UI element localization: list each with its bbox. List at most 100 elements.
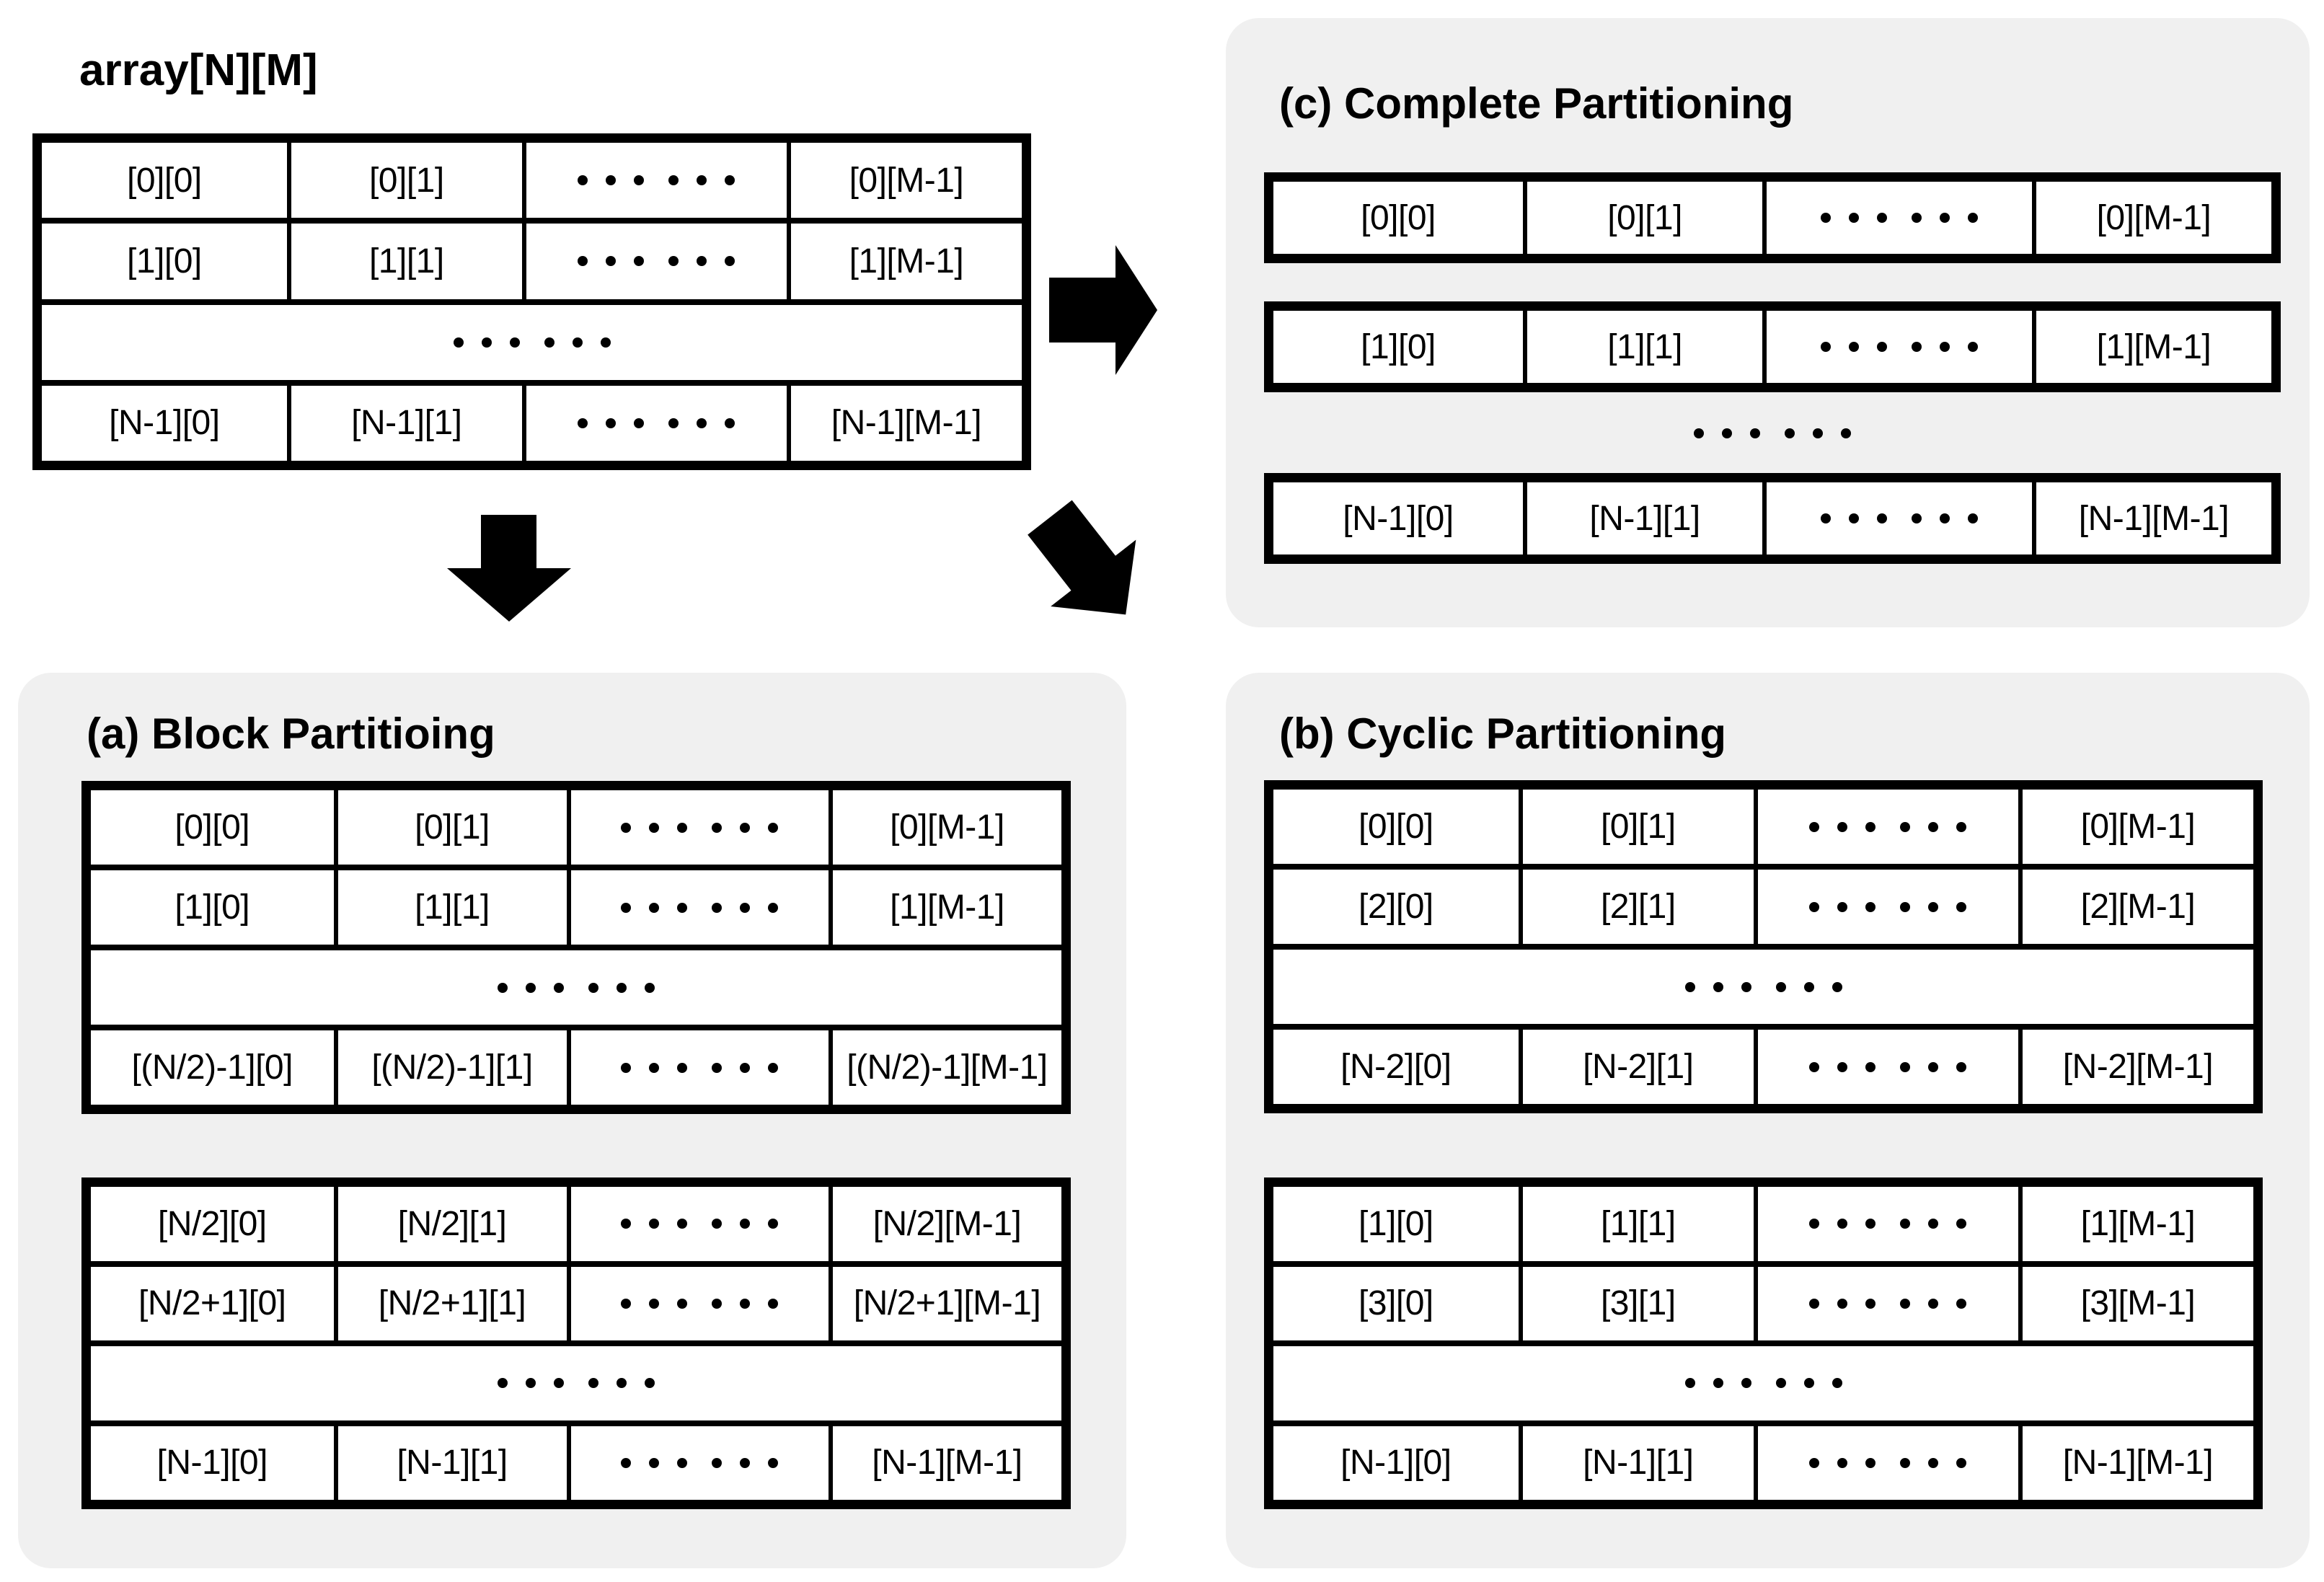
ellipsis-between-tables <box>1264 413 2281 453</box>
dot <box>1865 821 1876 832</box>
dot <box>554 1378 564 1389</box>
table-cell: [N-1][0] <box>1340 1444 1452 1482</box>
dot <box>1837 1219 1848 1229</box>
dot <box>554 982 564 993</box>
ellipsis-dots <box>1820 513 1978 523</box>
dot <box>677 1298 688 1309</box>
panel-b-title: (b) Cyclic Partitioning <box>1279 710 1727 758</box>
table-cell-ellipsis <box>1753 1266 2018 1340</box>
dot <box>617 1378 627 1389</box>
table-cell-ellipsis <box>1762 482 2032 554</box>
dot <box>1713 981 1723 992</box>
partition-table: [0][0][0][1][0][M-1][2][0][2][1][2][M-1]… <box>1264 780 2263 1113</box>
dot <box>1848 342 1859 352</box>
table-cell: [N-2][1] <box>1518 1030 1754 1104</box>
dot <box>1900 1457 1911 1468</box>
table-cell: [N-1][1] <box>1523 482 1762 554</box>
table-cell-ellipsis <box>1762 182 2032 254</box>
table-cell: [0][1] <box>1523 182 1762 254</box>
dot <box>1820 513 1831 523</box>
ellipsis-dots <box>578 256 735 267</box>
table-row: [0][0][0][1][0][M-1] <box>42 143 1022 218</box>
partition-table: [0][0][0][1][0][M-1][1][0][1][1][1][M-1]… <box>81 781 1071 1114</box>
partition-row-table: [N-1][0][N-1][1][N-1][M-1] <box>1264 473 2281 564</box>
table-cell: [N-2][M-1] <box>2018 1030 2253 1104</box>
dot <box>1939 342 1950 352</box>
dot <box>1939 213 1950 223</box>
ellipsis-row <box>91 1340 1061 1420</box>
table-cell: [N-1][M-1] <box>2031 482 2271 554</box>
ellipsis-dots <box>1809 821 1967 832</box>
table-row: [1][0][1][1][1][M-1] <box>91 865 1061 945</box>
ellipsis-dots <box>621 1062 779 1073</box>
dot <box>1900 1061 1911 1072</box>
ellipsis-row <box>1273 1340 2253 1420</box>
dot <box>768 902 779 913</box>
dot <box>1837 1457 1848 1468</box>
table-cell-ellipsis <box>521 143 787 218</box>
table-row: [0][0][0][1][0][M-1] <box>1273 182 2271 254</box>
table-cell: [N-1][1] <box>286 385 522 461</box>
table-cell: [0][M-1] <box>2018 790 2253 864</box>
dot <box>1967 342 1978 352</box>
dot <box>1684 1378 1695 1389</box>
table-row: [3][0][3][1][3][M-1] <box>1273 1260 2253 1340</box>
table-row: [N-2][0][N-2][1][N-2][M-1] <box>1273 1024 2253 1104</box>
table-row: [1][0][1][1][1][M-1] <box>1273 311 2271 383</box>
dot <box>606 175 617 186</box>
dot <box>621 822 632 833</box>
dot <box>677 822 688 833</box>
table-cell-ellipsis <box>1753 870 2018 944</box>
partition-row-table: [1][0][1][1][1][M-1] <box>1264 301 2281 392</box>
table-cell: [2][1] <box>1518 870 1754 944</box>
dot <box>621 1219 632 1229</box>
dot <box>1900 1219 1911 1229</box>
dot <box>697 256 707 267</box>
ellipsis-dots <box>1684 981 1842 992</box>
dot <box>1837 821 1848 832</box>
table-cell: [N/2+1][M-1] <box>828 1266 1061 1340</box>
ellipsis-dots <box>621 1298 779 1309</box>
table-cell: [N-1][1] <box>333 1426 567 1500</box>
ellipsis-row <box>91 945 1061 1025</box>
dot <box>1911 513 1922 523</box>
table-cell: [1][0] <box>1361 327 1436 366</box>
dot <box>1928 1219 1939 1229</box>
table-cell: [N-1][M-1] <box>2018 1426 2253 1500</box>
arrow-down-right-icon <box>1004 482 1170 648</box>
dot <box>634 175 645 186</box>
table-cell: [(N/2)-1][1] <box>333 1030 567 1105</box>
dot <box>768 822 779 833</box>
table-cell-ellipsis <box>1753 790 2018 864</box>
dot <box>1775 1378 1786 1389</box>
panel-block-partitioning: (a) Block Partitioing [0][0][0][1][0][M-… <box>18 673 1126 1568</box>
dot <box>649 1219 660 1229</box>
dot <box>1809 901 1820 912</box>
dot <box>697 175 707 186</box>
dot <box>1809 1457 1820 1468</box>
table-cell: [0][0] <box>1358 808 1433 846</box>
dot <box>1865 1457 1876 1468</box>
table-cell: [0][1] <box>286 143 522 218</box>
dot <box>1900 901 1911 912</box>
ellipsis-dots <box>1809 1298 1967 1309</box>
dot <box>1865 1219 1876 1229</box>
dot <box>1837 901 1848 912</box>
dot <box>1876 342 1887 352</box>
table-cell-ellipsis <box>566 870 829 945</box>
dot <box>1928 1457 1939 1468</box>
table-cell: [1][M-1] <box>786 224 1022 299</box>
dot <box>572 337 583 348</box>
dot <box>1956 821 1967 832</box>
table-cell: [1][0] <box>127 242 202 280</box>
dot <box>768 1219 779 1229</box>
dot <box>1928 901 1939 912</box>
dot <box>1809 1219 1820 1229</box>
dot <box>1832 981 1842 992</box>
dot <box>1928 821 1939 832</box>
ellipsis-dots <box>1684 1378 1842 1389</box>
table-cell-ellipsis <box>1762 311 2032 383</box>
dot <box>526 1378 536 1389</box>
dot <box>740 822 751 833</box>
dot <box>1967 513 1978 523</box>
